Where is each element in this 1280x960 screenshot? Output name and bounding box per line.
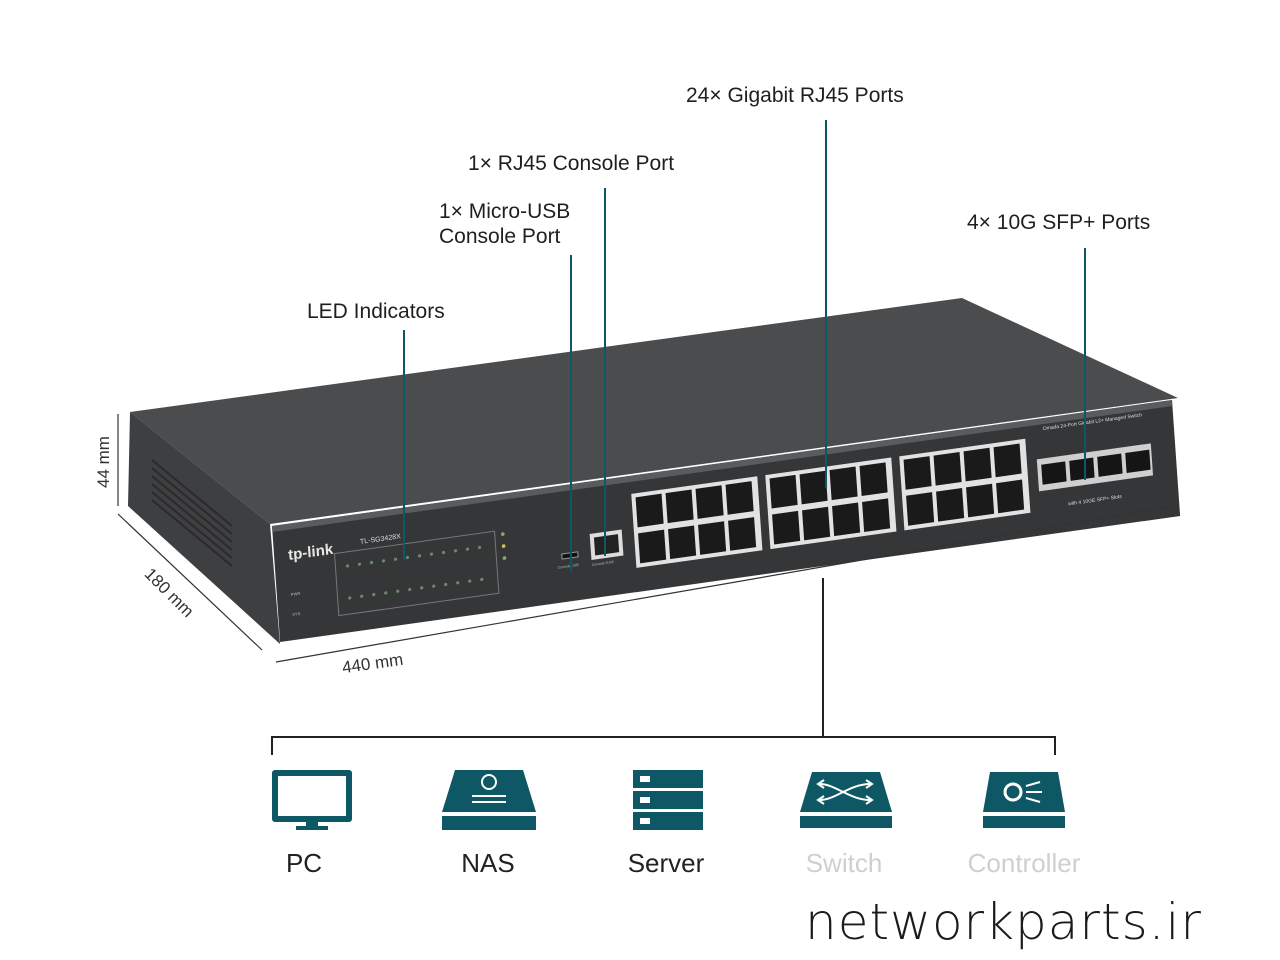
- label-server: Server: [627, 848, 705, 878]
- side-vents: [151, 459, 233, 567]
- callout-usb-console-line2: Console Port: [439, 225, 561, 248]
- callout-lines: [403, 120, 1086, 572]
- console-usb-label: Console USB: [558, 563, 580, 570]
- callout-rj45-ports: 24× Gigabit RJ45 Ports: [686, 84, 904, 107]
- server-icon: [633, 770, 703, 830]
- dimension-height: 44 mm: [93, 436, 113, 488]
- label-pc: PC: [285, 848, 323, 878]
- callout-usb-console-line1: 1× Micro-USB: [439, 200, 571, 223]
- nas-icon: [442, 770, 536, 830]
- label-switch: Switch: [805, 848, 883, 878]
- callout-sfp-ports: 4× 10G SFP+ Ports: [967, 211, 1151, 234]
- led-panel: [333, 530, 500, 617]
- sys-label: SYS: [292, 611, 301, 617]
- switch-icon: [800, 772, 892, 828]
- callout-rj45-console: 1× RJ45 Console Port: [468, 152, 675, 175]
- console-rj45-label: Console RJ45: [592, 560, 614, 567]
- switch-top-face: [130, 298, 1178, 524]
- label-nas: NAS: [461, 848, 515, 878]
- callout-led: LED Indicators: [307, 300, 445, 323]
- label-controller: Controller: [967, 848, 1081, 878]
- rj45-port-block-3: [899, 438, 1031, 531]
- sfp-port-block: [1036, 443, 1154, 492]
- controller-icon: [983, 772, 1065, 828]
- led-indicators: [345, 532, 507, 600]
- power-label: PWR: [291, 591, 301, 597]
- connection-tree: [271, 578, 1056, 755]
- rj45-port-block-1: [631, 476, 763, 568]
- monitor-icon: [272, 770, 352, 830]
- brand-logo: tp-link: [288, 541, 335, 564]
- rj45-port-block-2: [765, 457, 897, 550]
- watermark: networkparts.ir: [805, 893, 1202, 951]
- dimension-lines: [117, 414, 1173, 663]
